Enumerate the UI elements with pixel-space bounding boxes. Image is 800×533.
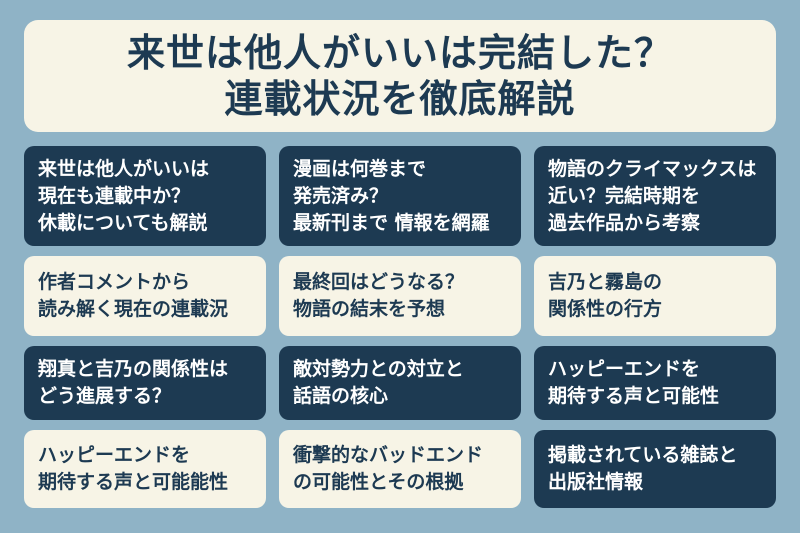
card-text-line: 期待する声と可能性 xyxy=(548,385,720,407)
card-text-line: ハッピーエンドを xyxy=(548,358,701,380)
card-text-line: 期待する声と可能能性 xyxy=(38,471,229,493)
topic-card: 吉乃と霧島の 関係性の行方 xyxy=(534,256,776,336)
card-text-line: 最終回はどうなる？ xyxy=(293,271,465,293)
topic-card: 最終回はどうなる？ 物語の結末を予想 xyxy=(279,256,521,336)
card-text-line: 関係性の行方 xyxy=(548,298,663,320)
topic-card: 掲載されている雑誌と 出版社情報 xyxy=(534,430,776,508)
card-text-line: 漫画は何巻まで xyxy=(293,157,427,180)
card-text-line: 物語のクライマックスは xyxy=(548,157,757,180)
card-text-line: 作者コメントから xyxy=(38,271,191,293)
topic-card: 漫画は何巻まで 発売済み？ 最新刊まで 情報を網羅 xyxy=(279,146,521,246)
card-text-line: 物語の結末を予想 xyxy=(293,298,446,320)
card-text-line: 過去作品から考察 xyxy=(548,211,701,234)
topic-card: 物語のクライマックスは 近い？完結時期を 過去作品から考察 xyxy=(534,146,776,246)
card-text-line: ハッピーエンドを xyxy=(38,444,191,466)
card-text-line: 出版社情報 xyxy=(548,471,644,493)
card-text-line: 発売済み？ xyxy=(293,184,389,207)
topic-card-grid: 来世は他人がいいは 現在も連載中か？ 休載についても解説 漫画は何巻まで 発売済… xyxy=(24,146,776,508)
topic-card: ハッピーエンドを 期待する声と可能性 xyxy=(534,346,776,420)
card-text-line: 衝撃的なバッドエンド xyxy=(293,444,484,466)
topic-card: 翔真と吉乃の関係性は どう進展する？ xyxy=(24,346,266,420)
card-text-line: 現在も連載中か？ xyxy=(38,184,191,207)
card-text-line: の可能性とその根拠 xyxy=(293,471,464,493)
topic-card: ハッピーエンドを 期待する声と可能能性 xyxy=(24,430,266,508)
topic-card: 敵対勢力との対立と 話語の核心 xyxy=(279,346,521,420)
topic-card: 作者コメントから 読み解く現在の連載況 xyxy=(24,256,266,336)
card-text-line: 最新刊まで 情報を網羅 xyxy=(293,211,490,234)
title-line-1: 来世は他人がいいは完結した？ xyxy=(126,31,673,75)
title-banner: 来世は他人がいいは完結した？ 連載状況を徹底解説 xyxy=(24,20,776,132)
topic-card: 来世は他人がいいは 現在も連載中か？ 休載についても解説 xyxy=(24,146,266,246)
card-text-line: 読み解く現在の連載況 xyxy=(38,298,229,320)
card-text-line: 掲載されている雑誌と xyxy=(548,444,738,466)
card-text-line: どう進展する？ xyxy=(38,385,172,407)
card-text-line: 吉乃と霧島の xyxy=(548,271,663,293)
topic-card: 衝撃的なバッドエンド の可能性とその根拠 xyxy=(279,430,521,508)
card-text-line: 翔真と吉乃の関係性は xyxy=(38,358,229,380)
card-text-line: 来世は他人がいいは xyxy=(38,157,210,180)
card-text-line: 敵対勢力との対立と xyxy=(293,358,464,380)
card-text-line: 近い？完結時期を xyxy=(548,184,701,207)
card-text-line: 休載についても解説 xyxy=(38,211,208,234)
title-line-2: 連載状況を徹底解説 xyxy=(224,77,576,121)
card-text-line: 話語の核心 xyxy=(293,385,389,407)
